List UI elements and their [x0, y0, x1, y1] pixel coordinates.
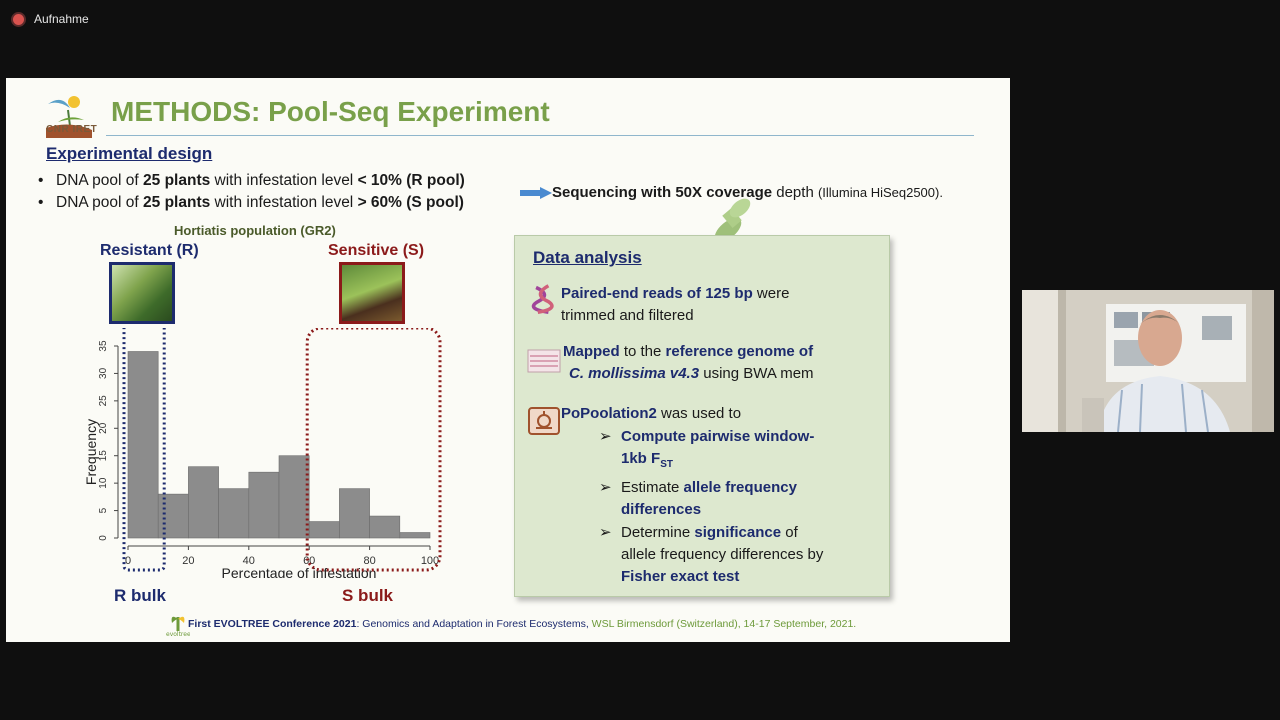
r-bulk-outline — [122, 328, 166, 572]
paired-end-text: Paired-end reads of 125 bp were trimmed … — [561, 285, 790, 324]
histogram-bar — [127, 351, 159, 539]
title-divider — [106, 135, 974, 136]
histogram-bar — [399, 532, 431, 539]
bullet-s-pool: •DNA pool of 25 plants with infestation … — [38, 194, 464, 211]
record-icon[interactable] — [13, 14, 24, 25]
s-bulk-label: S bulk — [342, 586, 394, 605]
histogram-bar — [218, 488, 250, 539]
y-axis-label: Frequency — [83, 419, 99, 485]
population-label: Hortiatis population (GR2) — [174, 223, 336, 238]
data-analysis-title: Data analysis — [533, 248, 642, 267]
r-bulk-label: R bulk — [114, 586, 166, 605]
svg-text:evoltree: evoltree — [166, 631, 190, 637]
x-tick-label: 40 — [243, 555, 255, 567]
step-fst: ➢Compute pairwise window-1kb FST — [599, 428, 815, 470]
y-tick-label: 0 — [98, 535, 109, 541]
y-tick-label: 30 — [98, 367, 109, 379]
mapped-text: Mapped to the reference genome of C. mol… — [563, 343, 814, 382]
cnr-iret-logo-icon — [46, 96, 92, 138]
genome-map-icon — [527, 349, 561, 373]
data-analysis-panel: Data analysis Paired-end reads of 125 bp… — [514, 235, 890, 597]
y-tick-label: 15 — [98, 450, 109, 462]
presenter-webcam — [1022, 290, 1274, 432]
slide-footer: evoltree First EVOLTREE Conference 2021:… — [166, 611, 986, 637]
sequencing-text: Sequencing with 50X coverage depth (Illu… — [552, 184, 943, 201]
evoltree-logo-icon: evoltree — [166, 616, 190, 637]
sensitive-label: Sensitive (S) — [328, 242, 425, 259]
resistant-leaf-photo — [109, 262, 175, 324]
histogram-bar — [188, 466, 219, 539]
x-tick-label: 20 — [182, 555, 194, 567]
dna-icon — [531, 284, 554, 314]
y-tick-label: 25 — [98, 395, 109, 407]
y-tick-label: 10 — [98, 477, 109, 489]
footer-text: First EVOLTREE Conference 2021: Genomics… — [188, 618, 857, 630]
recording-label: Aufnahme — [34, 12, 89, 26]
y-tick-label: 5 — [98, 507, 109, 513]
design-bullets: •DNA pool of 25 plants with infestation … — [38, 170, 465, 214]
resistant-label: Resistant (R) — [100, 242, 199, 259]
presentation-slide: CNR IRET METHODS: Pool-Seq Experiment Ex… — [6, 78, 1010, 642]
recording-bar: Aufnahme — [0, 0, 1280, 40]
x-tick-label: 60 — [303, 555, 315, 567]
slide-title: METHODS: Pool-Seq Experiment — [111, 96, 550, 127]
histogram-bar — [369, 515, 401, 539]
sensitive-leaf-photo — [339, 262, 405, 324]
histogram-bar — [278, 455, 310, 539]
x-tick-label: 80 — [363, 555, 375, 567]
y-tick-label: 20 — [98, 422, 109, 434]
presenter-video-frame — [1022, 290, 1274, 432]
y-tick-label: 35 — [98, 340, 109, 352]
logo-text: CNR IRET — [46, 124, 98, 135]
s-bulk-outline — [305, 328, 442, 572]
popoolation-text: PoPoolation2 was used to — [561, 405, 742, 422]
histogram-bar — [157, 493, 189, 539]
histogram-bar — [308, 521, 340, 539]
x-tick-label: 0 — [125, 555, 131, 567]
x-axis-label: Percentage of infestation — [222, 565, 377, 578]
histogram-bar — [248, 471, 280, 539]
analysis-steps: ➢Compute pairwise window-1kb FST ➢Estima… — [599, 426, 823, 589]
analysis-tool-icon — [528, 407, 560, 435]
histogram-bar — [339, 488, 370, 539]
bullet-r-pool: •DNA pool of 25 plants with infestation … — [38, 172, 465, 189]
x-tick-label: 100 — [421, 555, 439, 567]
arrow-right-icon — [520, 187, 552, 199]
experimental-design-heading: Experimental design — [46, 144, 213, 163]
